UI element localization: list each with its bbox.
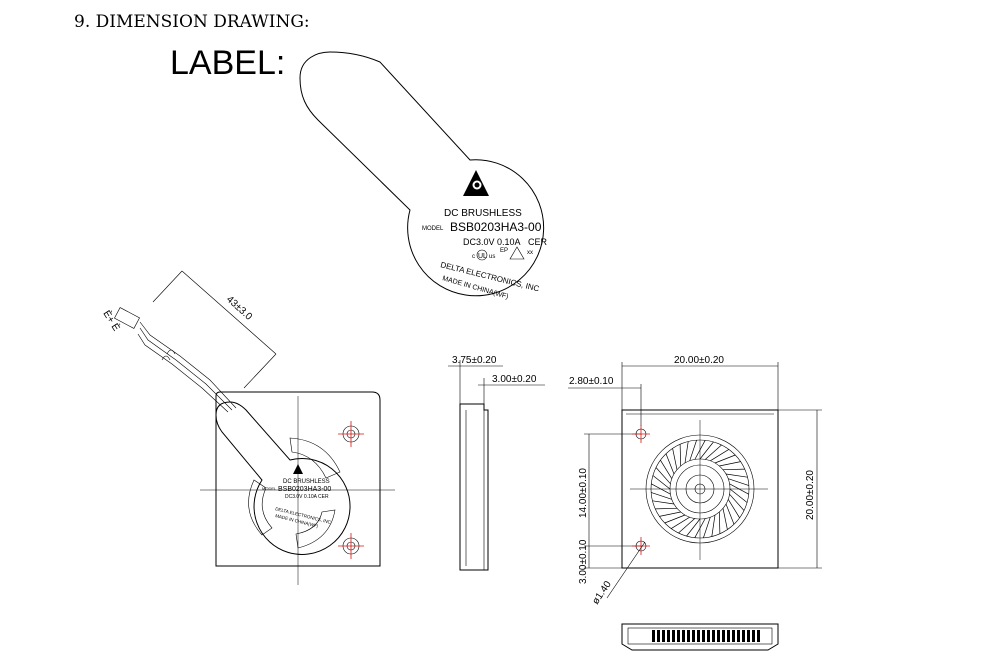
edge-slat (712, 630, 715, 642)
impeller-blade (655, 507, 678, 510)
impeller-blade (655, 467, 671, 485)
fan-front-label-view: Ѐ+ Ѐ 43±3.0 DC BRUSHLESS (100, 270, 395, 585)
edge-slat (752, 630, 755, 642)
edge-slat (672, 630, 675, 642)
fan-edge-view (621, 623, 779, 651)
fan-side-view: 3.75±0.20 3.00±0.20 (448, 355, 545, 571)
edge-slat (687, 630, 690, 642)
impeller-blade (722, 468, 745, 471)
impeller-blade (719, 461, 741, 467)
small-label-rating: DC3.0V 0.10A (285, 494, 318, 500)
label-title: LABEL: (170, 44, 285, 82)
edge-slat (692, 630, 695, 642)
edge-slat (652, 630, 655, 642)
side-body-dim: 3.00±0.20 (492, 374, 537, 385)
impeller-blade (714, 454, 736, 464)
label-ep: EP (500, 248, 508, 254)
edge-slat (707, 630, 710, 642)
impeller-blade (686, 518, 701, 537)
impeller-blade (660, 460, 673, 479)
label-model: BSB0203HA3-00 (450, 220, 542, 234)
impeller-blade (729, 488, 748, 503)
svg-text:c: c (472, 254, 475, 260)
impeller-blade (678, 518, 696, 534)
fan-dimension-view: 20.00±0.20 2.80±0.10 20.00±0.20 14.00±0.… (568, 355, 822, 607)
impeller-blade (664, 514, 686, 524)
edge-slat (727, 630, 730, 642)
label-model-prefix: MODEL (422, 226, 444, 232)
edge-slat (742, 630, 745, 642)
edge-slat (702, 630, 705, 642)
small-label-model: BSB0203HA3-00 (278, 486, 331, 493)
impeller-blade (722, 508, 728, 530)
hole-spacing-dim: 14.00±0.10 (578, 468, 589, 518)
impeller-blade (725, 503, 735, 525)
impeller-blade (665, 453, 675, 475)
impeller-blade (659, 511, 681, 517)
impeller-blade (684, 441, 689, 464)
wire-length-dim: 43±3.0 (224, 294, 254, 323)
hole-offset-x-dim: 2.80±0.10 (569, 376, 614, 387)
impeller-blade (679, 444, 682, 467)
impeller-blade (725, 473, 748, 478)
edge-slat (737, 630, 740, 642)
edge-slat (732, 630, 735, 642)
edge-slat (697, 630, 700, 642)
small-label-line1: DC BRUSHLESS (283, 479, 330, 485)
ul-mark-icon: UL c us (472, 249, 495, 261)
delta-logo-icon (463, 170, 489, 196)
impeller-blade (728, 478, 750, 486)
edge-slat (657, 630, 660, 642)
impeller-blade (729, 493, 745, 511)
section-heading: 9. DIMENSION DRAWING: (74, 12, 310, 32)
impeller-blade (689, 439, 697, 461)
edge-slat (747, 630, 750, 642)
svg-text:UL: UL (478, 253, 487, 260)
label-line1: DC BRUSHLESS (444, 208, 522, 219)
label-sticker: DC BRUSHLESS MODEL BSB0203HA3-00 DC3.0V … (299, 51, 548, 301)
svg-text:us: us (489, 254, 495, 260)
mount-hole (632, 425, 650, 443)
edge-slat (722, 630, 725, 642)
impeller-blade (672, 448, 678, 470)
connector (114, 307, 140, 329)
small-label-model-prefix: MODEL (262, 486, 277, 491)
edge-slat (717, 630, 720, 642)
impeller-blade (652, 475, 671, 490)
impeller-blade (727, 499, 740, 518)
impeller-blade (671, 516, 690, 529)
mount-hole (632, 537, 650, 555)
mount-hole (338, 421, 364, 447)
side-total-dim: 3.75±0.20 (452, 355, 497, 366)
edge-slat (757, 630, 760, 642)
impeller-blade (699, 441, 714, 460)
width-dim: 20.00±0.20 (674, 355, 724, 366)
impeller-blade (711, 514, 716, 537)
impeller-blade (704, 444, 722, 460)
label-cer: CER (528, 237, 548, 247)
small-label-cer: CER (318, 494, 329, 500)
edge-slat (677, 630, 680, 642)
impeller-blade (652, 500, 675, 505)
impeller-blade (710, 449, 729, 462)
impeller-blade (703, 517, 711, 539)
hole-offset-y-dim: 3.00±0.10 (578, 539, 589, 584)
label-xx: xx (527, 250, 533, 256)
height-dim: 20.00±0.20 (805, 470, 816, 520)
small-delta-logo-icon (293, 464, 303, 474)
mount-hole (338, 533, 364, 559)
edge-slat (682, 630, 685, 642)
edge-slat (662, 630, 665, 642)
connector-label: Ѐ+ Ѐ (100, 308, 123, 334)
impeller-blade (718, 511, 721, 534)
impeller-blade (650, 492, 672, 500)
warning-triangle-icon (509, 246, 525, 260)
label-rating: DC3.0V 0.10A (463, 237, 521, 247)
edge-slat (667, 630, 670, 642)
